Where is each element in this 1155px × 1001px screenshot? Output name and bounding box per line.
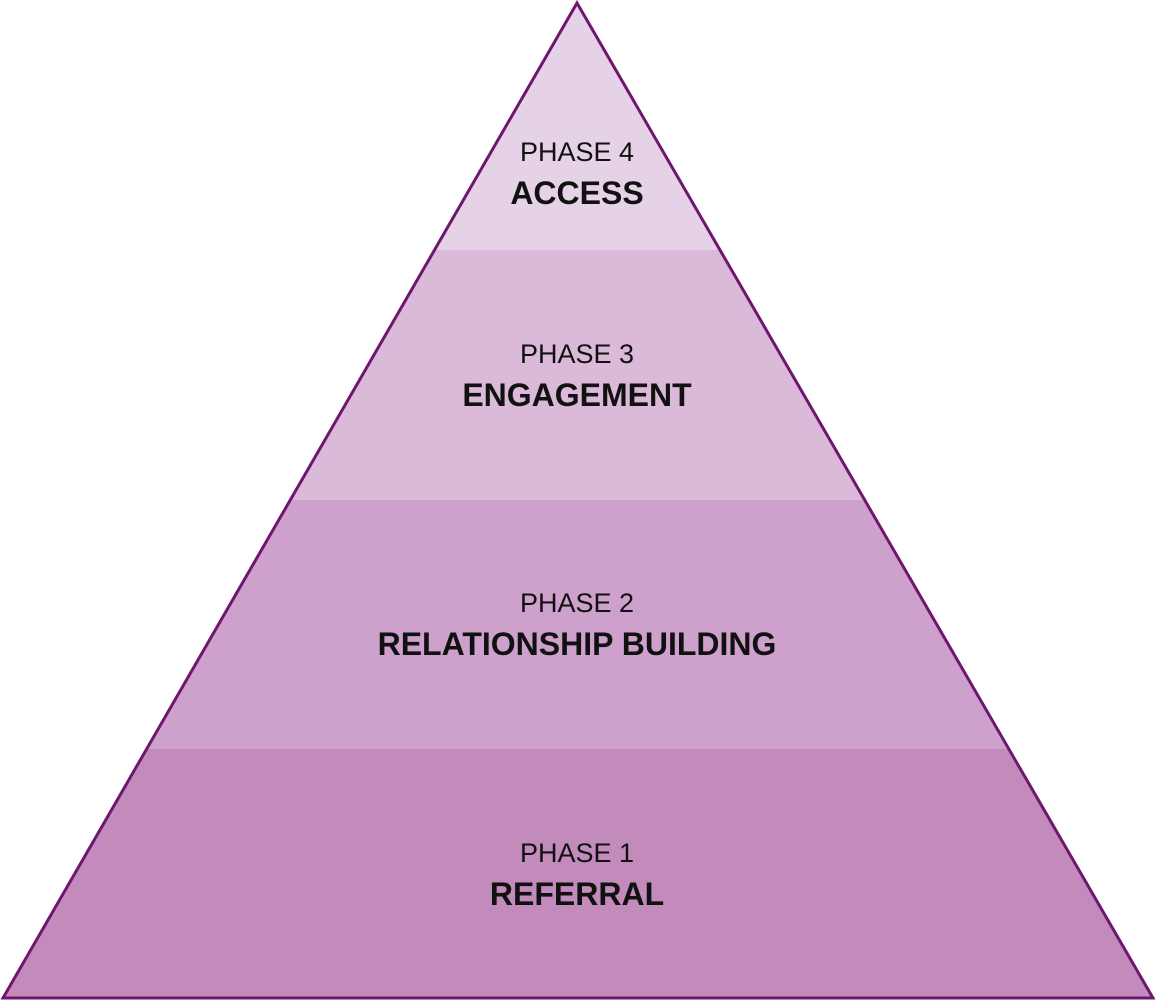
phase-2-title: RELATIONSHIP BUILDING [378,626,777,662]
band-phase-1 [3,749,1153,998]
phase-3-title: ENGAGEMENT [462,377,692,413]
band-phase-2 [3,500,1153,749]
phase-3-label: PHASE 3 [520,339,634,369]
band-phase-4 [3,3,1153,250]
phase-4-title: ACCESS [510,175,643,211]
phase-2-label: PHASE 2 [520,588,634,618]
phase-1-title: REFERRAL [490,876,664,912]
phase-1-label: PHASE 1 [520,838,634,868]
phase-4-label: PHASE 4 [520,137,634,167]
band-phase-3 [3,250,1153,500]
